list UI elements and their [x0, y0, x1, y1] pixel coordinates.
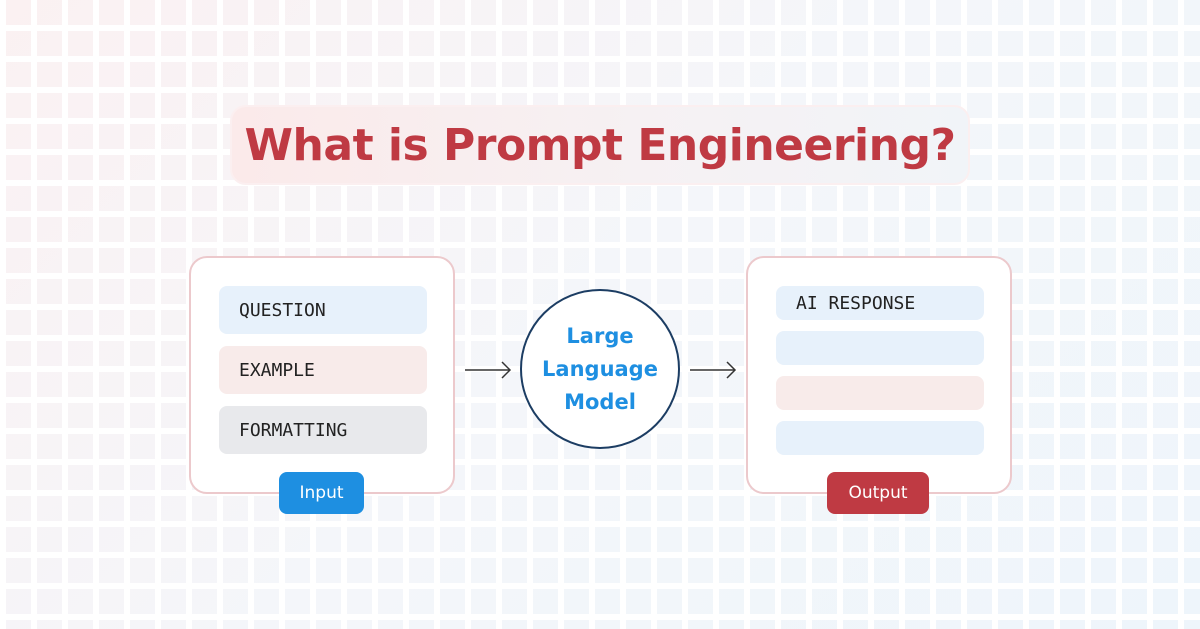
arrow-right-icon: [465, 361, 512, 379]
output-item-placeholder: [776, 376, 984, 410]
input-item-formatting: FORMATTING: [219, 406, 427, 454]
llm-label-line-2: Language: [542, 356, 658, 381]
output-item-ai-response: AI RESPONSE: [776, 286, 984, 320]
input-item-example: EXAMPLE: [219, 346, 427, 394]
output-item-placeholder: [776, 421, 984, 455]
input-panel: QUESTION EXAMPLE FORMATTING: [189, 256, 455, 494]
page-title: What is Prompt Engineering?: [244, 119, 956, 171]
input-label-badge: Input: [279, 472, 364, 514]
arrow-right-icon: [690, 361, 737, 379]
input-item-question: QUESTION: [219, 286, 427, 334]
output-label-badge: Output: [827, 472, 929, 514]
output-panel: AI RESPONSE: [746, 256, 1012, 494]
llm-label-line-3: Model: [564, 389, 636, 414]
llm-circle: Large Language Model: [520, 289, 680, 449]
llm-label-line-1: Large: [566, 323, 634, 348]
title-banner: What is Prompt Engineering?: [230, 105, 970, 185]
output-item-placeholder: [776, 331, 984, 365]
